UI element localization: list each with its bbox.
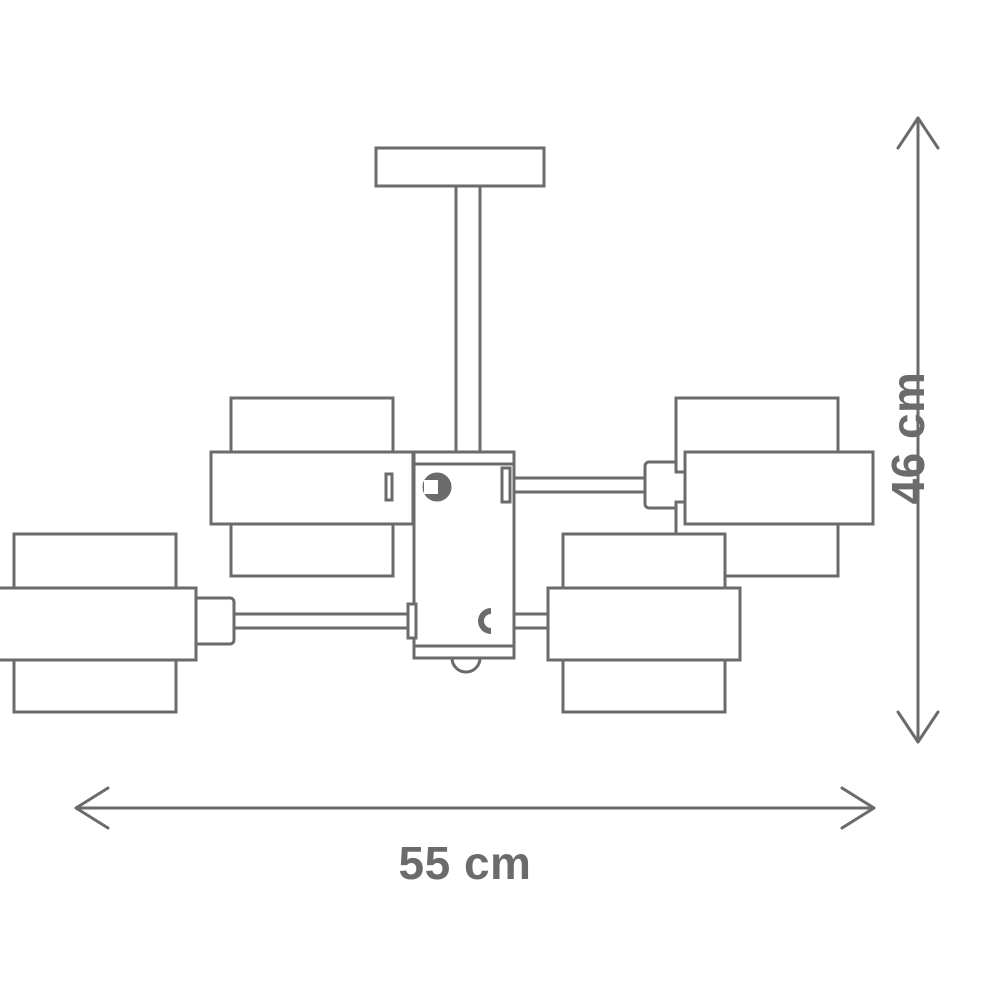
collar-upper-left xyxy=(384,472,394,502)
upper-left-shade xyxy=(209,396,415,578)
height-dimension-line xyxy=(896,116,940,744)
bottom-hanging-loop xyxy=(450,657,482,674)
arm-upper-right xyxy=(503,460,689,510)
ball-joint-upper-left xyxy=(422,472,452,502)
left-shade xyxy=(0,532,198,714)
ceiling-mount-plate xyxy=(374,146,546,188)
arm-lower-left xyxy=(190,596,416,646)
width-dimension-label: 55 cm xyxy=(398,837,532,889)
ball-joint-lower-right xyxy=(478,608,491,634)
height-dimension-label: 46 cm xyxy=(882,371,934,505)
lower-right-shade xyxy=(546,532,742,714)
collar-lower-left xyxy=(406,602,418,640)
vertical-drop-rod xyxy=(454,184,482,454)
collar-upper-right xyxy=(500,466,512,504)
width-dimension-line xyxy=(74,786,876,830)
